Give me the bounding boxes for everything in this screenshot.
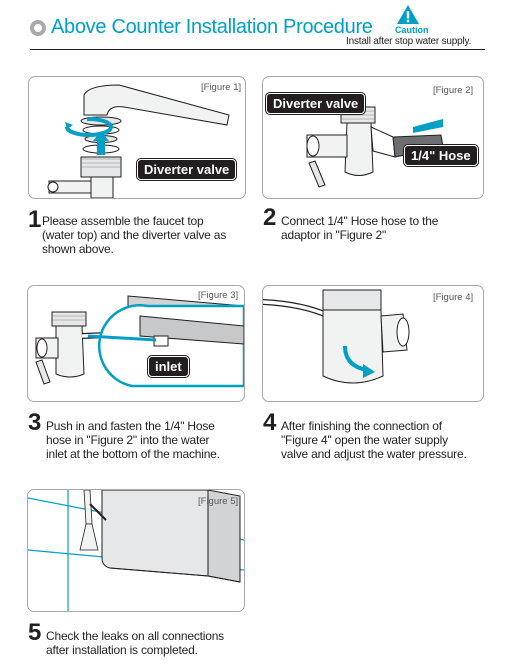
step-1-line-3: shown above. — [42, 242, 114, 256]
caution-label: Caution — [395, 25, 429, 35]
step-2-text: Connect 1/4" Hose hose to the adaptor in… — [281, 214, 438, 242]
figure-5-illustration — [28, 490, 244, 611]
figure-4-label: [Figure 4] — [433, 292, 474, 303]
figure-2: [Figure 2] Diverter valve 1/4" Hose — [262, 76, 484, 199]
step-5-line-2: after installation is completed. — [46, 643, 198, 657]
step-4-line-3: valve and adjust the water pressure. — [281, 447, 467, 461]
step-4-line-2: "Figure 4" open the water supply — [281, 433, 448, 447]
figure-1-callout-diverter-valve: Diverter valve — [137, 159, 237, 180]
caution-text: Install after stop water supply. — [346, 36, 472, 47]
step-1-line-2: (water top) and the diverter valve as — [42, 228, 227, 242]
step-3-line-2: hose in "Figure 2" into the water — [46, 433, 210, 447]
step-2-line-1: Connect 1/4" Hose hose to the — [281, 214, 439, 228]
step-5-line-1: Check the leaks on all connections — [46, 629, 224, 643]
step-2-line-2: adaptor in "Figure 2" — [281, 228, 387, 242]
figure-3-illustration — [35, 295, 244, 388]
step-3-line-3: inlet at the bottom of the machine. — [46, 447, 220, 461]
step-3-line-1: Push in and fasten the 1/4" Hose — [46, 419, 215, 433]
step-1-line-1: Please assemble the faucet top — [42, 214, 204, 228]
figure-2-callout-diverter-valve: Diverter valve — [266, 93, 366, 114]
page-title: Above Counter Installation Procedure — [51, 16, 373, 38]
step-4-line-1: After finishing the connection of — [281, 419, 442, 433]
figure-3-callout-inlet: inlet — [148, 356, 189, 377]
step-1-number: 1 — [28, 206, 42, 233]
title-bullet-icon — [30, 20, 46, 36]
page-header: Above Counter Installation Procedure Cau… — [0, 0, 517, 50]
figure-2-label: [Figure 2] — [433, 85, 474, 96]
figure-1-illustration — [47, 84, 230, 198]
step-4-text: After finishing the connection of "Figur… — [281, 419, 467, 461]
step-1-text: Please assemble the faucet top (water to… — [42, 214, 226, 256]
step-4-number: 4 — [263, 409, 277, 436]
step-3-number: 3 — [28, 409, 42, 436]
figure-3: [Figure 3] inlet — [27, 285, 245, 402]
step-5-number: 5 — [28, 619, 42, 646]
figure-5-label: [Figure 5] — [198, 496, 239, 507]
figure-5: [Figure 5] — [27, 489, 245, 612]
step-3-text: Push in and fasten the 1/4" Hose hose in… — [46, 419, 220, 461]
figure-2-callout-hose: 1/4" Hose — [404, 145, 478, 166]
figure-4-illustration — [263, 289, 410, 384]
figure-1-label: [Figure 1] — [201, 82, 242, 93]
figure-1: [Figure 1] Diverter valve — [28, 76, 246, 199]
figure-3-label: [Figure 3] — [198, 290, 239, 301]
step-2-number: 2 — [263, 204, 277, 231]
caution-warning-icon — [397, 5, 419, 24]
title-divider — [30, 49, 485, 50]
figure-4: [Figure 4] — [262, 285, 484, 402]
step-5-text: Check the leaks on all connections after… — [46, 629, 224, 657]
